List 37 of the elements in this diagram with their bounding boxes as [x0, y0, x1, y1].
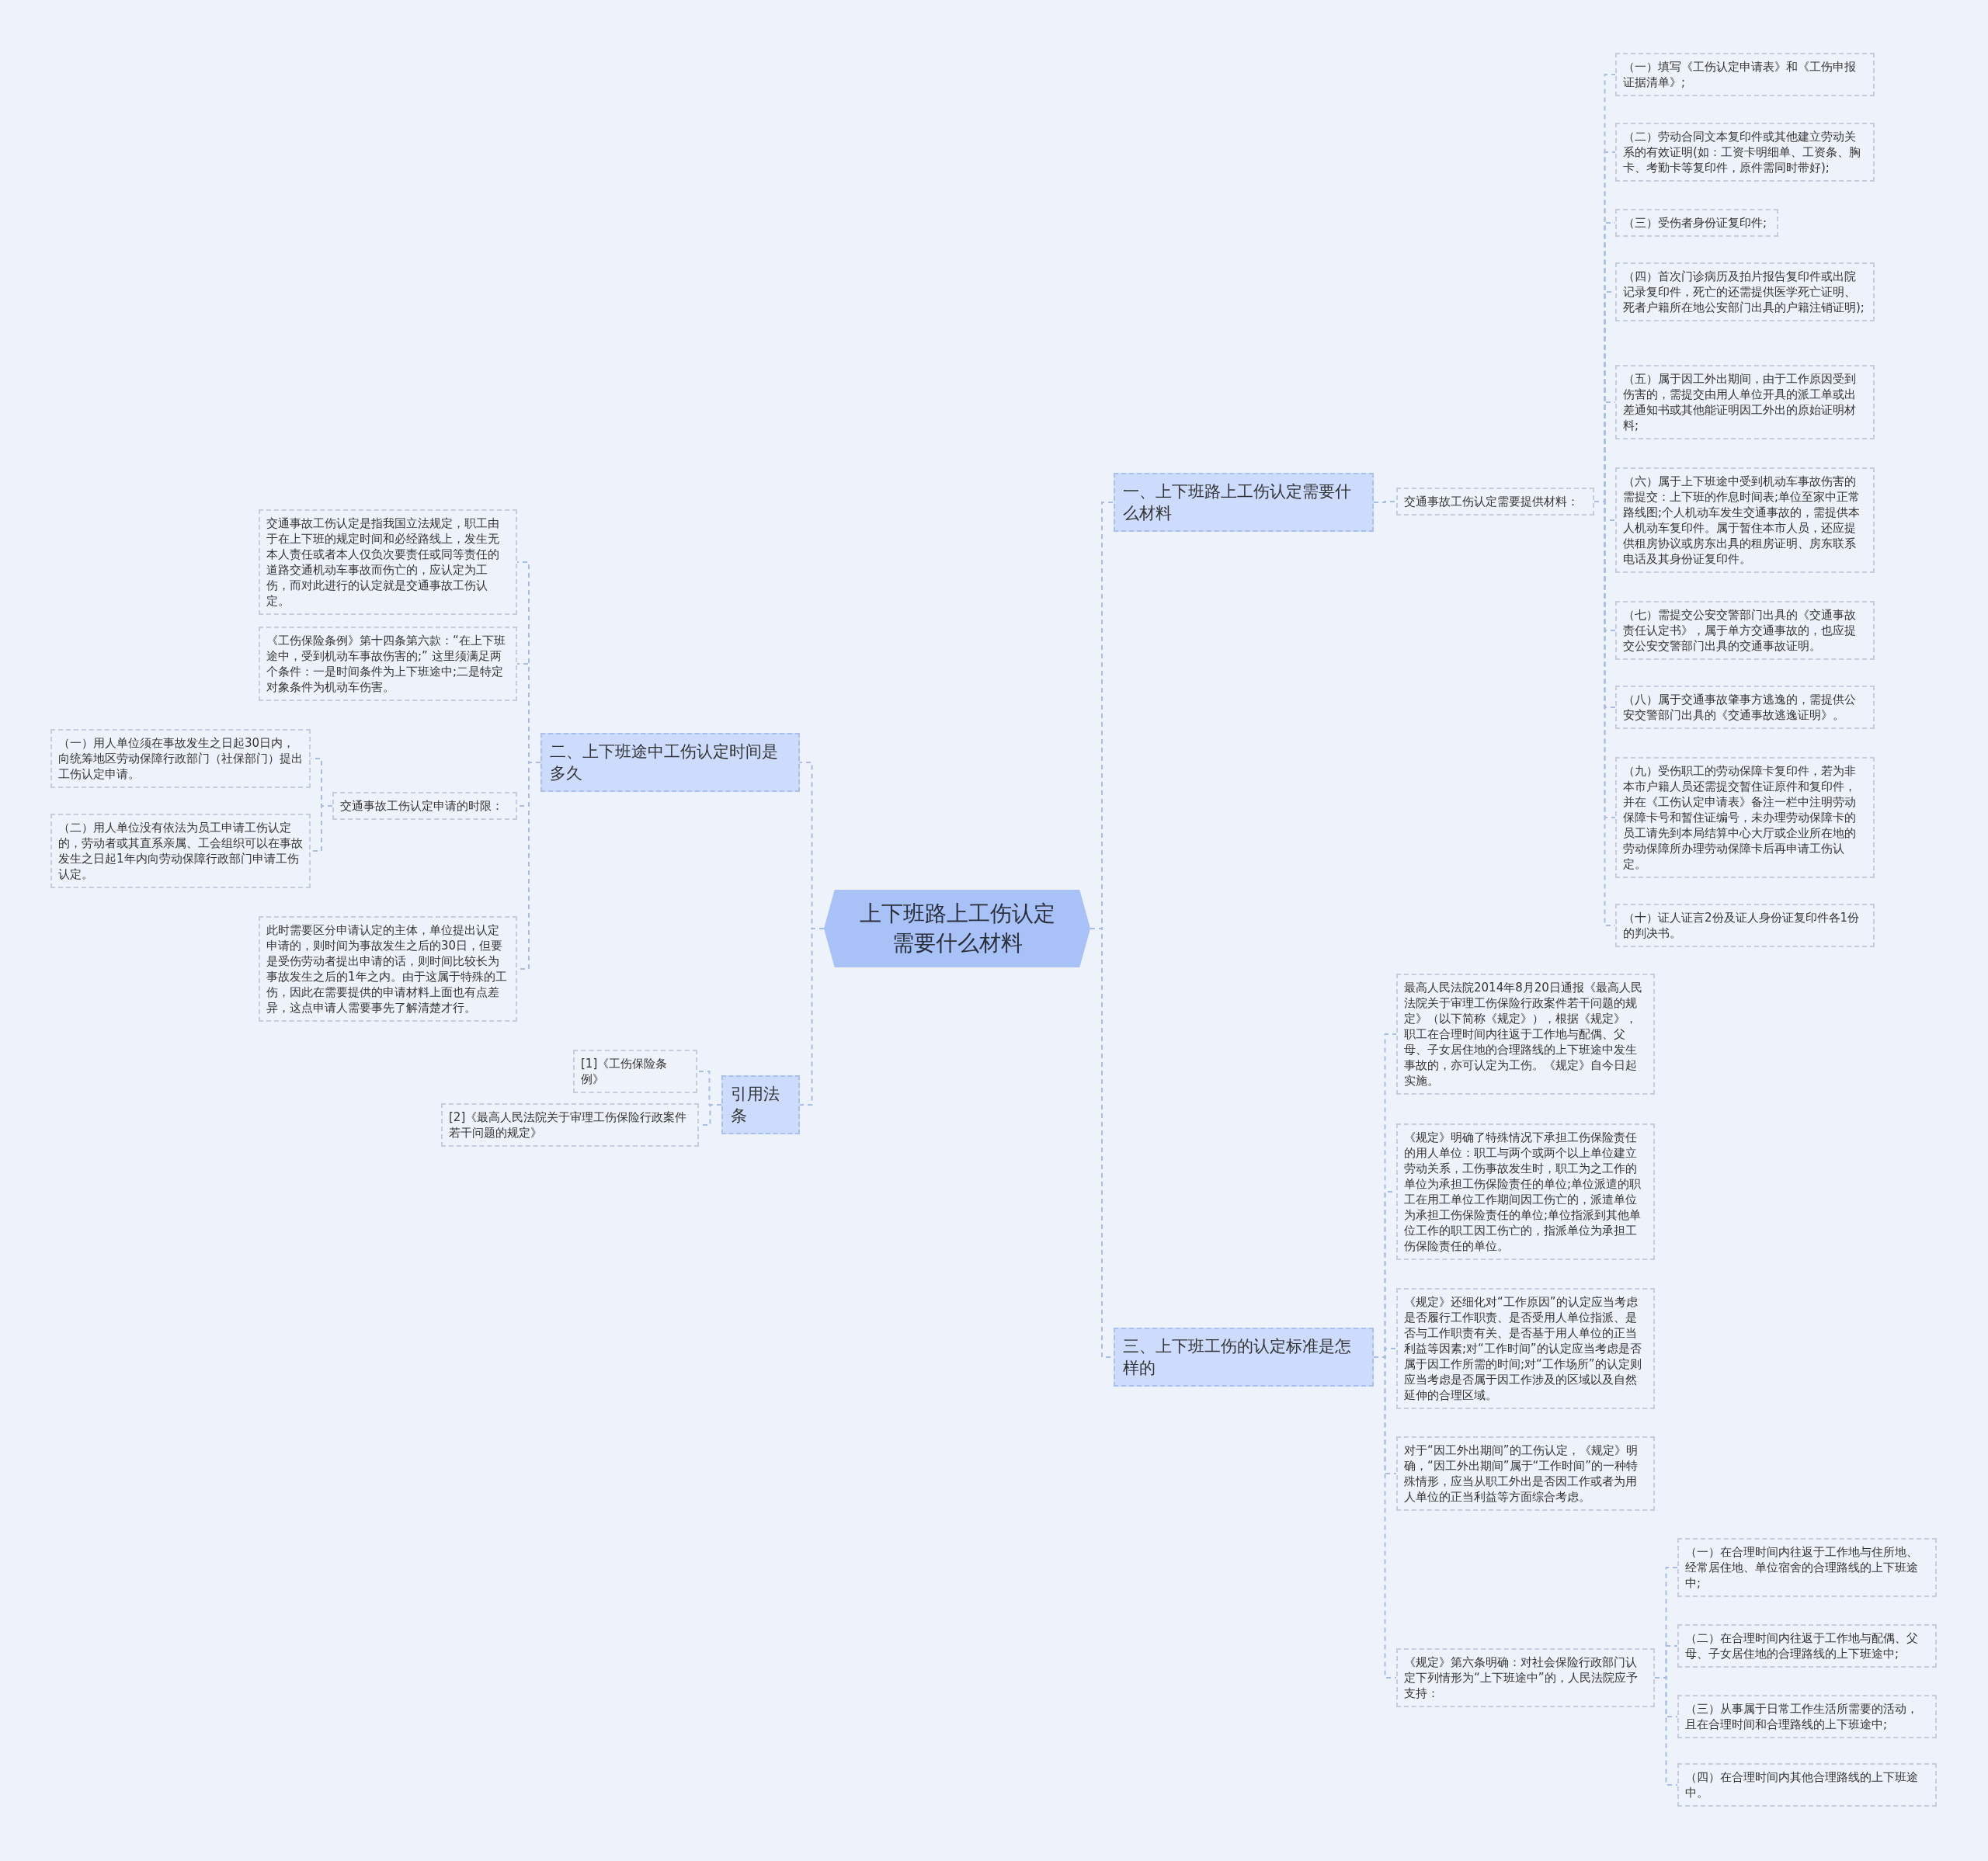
- branch-topic-box: 一、上下班路上工伤认定需要什么材料: [1114, 473, 1374, 532]
- branch-topic-box: 二、上下班途中工伤认定时间是多久: [540, 733, 800, 792]
- note-box: （一）填写《工伤认定申请表》和《工伤申报证据清单》;: [1615, 53, 1875, 96]
- note-box: （一）在合理时间内往返于工作地与住所地、经常居住地、单位宿舍的合理路线的上下班途中;: [1677, 1538, 1937, 1597]
- note-box: （三）受伤者身份证复印件;: [1615, 209, 1778, 237]
- note-box: （一）用人单位须在事故发生之日起30日内，向统筹地区劳动保障行政部门（社保部门）提出工伤认定申请。: [50, 729, 311, 788]
- note-box: （十）证人证言2份及证人身份证复印件各1份的判决书。: [1615, 904, 1875, 947]
- note-box: （五）属于因工外出期间，由于工作原因受到伤害的，需提交由用人单位开具的派工单或出差通知书或其他能证明因工外出的原始证明材料;: [1615, 365, 1875, 439]
- note-box: 《工伤保险条例》第十四条第六款：“在上下班途中，受到机动车事故伤害的;” 这里须满足两个条件：一是时间条件为上下班途中;二是特定对象条件为机动车伤害。: [259, 627, 517, 701]
- note-box: （九）受伤职工的劳动保障卡复印件，若为非本市户籍人员还需提交暂住证原件和复印件，并在《工伤认定申请表》备注一栏中注明劳动保障卡号和暂住证编号，未办理劳动保障卡的员工请先到本局结算中心大厅或企业所在地的劳动保障所办理劳动保障卡后再申请工伤认定。: [1615, 757, 1875, 878]
- connector-line: [1373, 501, 1397, 503]
- note-box: （八）属于交通事故肇事方逃逸的，需提供公安交警部门出具的《交通事故逃逸证明》。: [1615, 686, 1875, 729]
- connector-line: [1654, 1677, 1678, 1786]
- note-box: 《规定》还细化对“工作原因”的认定应当考虑是否履行工作职责、是否受用人单位指派、是否与工作职责有关、是否基于用人单位的正当利益等因素;对“工作时间”的认定应当考虑是否属于因工作所需的时间;对“工作场所”的认定则应当考虑是否属于因工作涉及的区域以及自然延伸的合理区域。: [1396, 1288, 1655, 1409]
- note-box: 对于“因工外出期间”的工伤认定，《规定》明确，“因工外出期间”属于“工作时间”的一种特殊情形，应当从职工外出是否因工作或者为用人单位的正当利益等方面综合考虑。: [1396, 1436, 1655, 1511]
- branch-topic-box: 三、上下班工伤的认定标准是怎样的: [1114, 1328, 1374, 1387]
- note-box: [2]《最高人民法院关于审理工伤保险行政案件若干问题的规定》: [441, 1103, 699, 1147]
- note-box: （四）首次门诊病历及拍片报告复印件或出院记录复印件，死亡的还需提供医学死亡证明、死者户籍所在地公安部门出具的户籍注销证明);: [1615, 262, 1875, 321]
- note-box: （二）用人单位没有依法为员工申请工伤认定的，劳动者或其直系亲属、工会组织可以在事故发生之日起1年内向劳动保障行政部门申请工伤认定。: [50, 814, 311, 888]
- note-box: （七）需提交公安交警部门出具的《交通事故责任认定书》，属于单方交通事故的，也应提交公安交警部门出具的交通事故证明。: [1615, 601, 1875, 660]
- connector-line: [799, 928, 825, 1106]
- central-topic: 上下班路上工伤认定需要什么材料: [824, 890, 1090, 967]
- note-box: （二）在合理时间内往返于工作地与配偶、父母、子女居住地的合理路线的上下班途中;: [1677, 1624, 1937, 1668]
- note-box: 交通事故工伤认定是指我国立法规定，职工由于在上下班的规定时间和必经路线上，发生无本人责任或者本人仅负次要责任或同等责任的道路交通机动车事故而伤亡的，应认定为工伤，而对此进行的认定就是交通事故工伤认定。: [259, 509, 517, 615]
- note-box: [1]《工伤保险条例》: [573, 1050, 697, 1093]
- note-box: （三）从事属于日常工作生活所需要的活动，且在合理时间和合理路线的上下班途中;: [1677, 1695, 1937, 1738]
- note-box: 此时需要区分申请认定的主体，单位提出认定申请的，则时间为事故发生之后的30日，但要是受伤劳动者提出申请的话，则时间比较长为事故发生之后的1年之内。由于这属于特殊的工伤，因此在需要提供的申请材料上面也有点差异，这点申请人需要事先了解清楚才行。: [259, 916, 517, 1022]
- note-box: 最高人民法院2014年8月20日通报《最高人民法院关于审理工伤保险行政案件若干问题的规定》（以下简称《规定》），根据《规定》，职工在合理时间内往返于工作地与配偶、父母、子女居住地的合理路线的上下班途中发生事故的，亦可认定为工伤。《规定》自今日起实施。: [1396, 974, 1655, 1095]
- note-box: 《规定》第六条明确：对社会保险行政部门认定下列情形为“上下班途中”的，人民法院应予支持：: [1396, 1648, 1655, 1707]
- branch-topic-box: 引用法条: [721, 1075, 800, 1134]
- connector-line: [1594, 501, 1616, 926]
- note-box: 交通事故工伤认定申请的时限：: [332, 792, 517, 820]
- note-box: （二）劳动合同文本复印件或其他建立劳动关系的有效证明(如：工资卡明细单、工资条、胸卡、考勤卡等复印件，原件需同时带好);: [1615, 123, 1875, 182]
- note-box: 《规定》明确了特殊情况下承担工伤保险责任的用人单位：职工与两个或两个以上单位建立劳动关系，工伤事故发生时，职工为之工作的单位为承担工伤保险责任的单位;单位派遣的职工在用工单位工作期间因工伤亡的，派遣单位为承担工伤保险责任的单位;单位指派到其他单位工作的职工因工伤亡的，指派单位为承担工伤保险责任的单位。: [1396, 1123, 1655, 1260]
- note-box: 交通事故工伤认定需要提供材料：: [1396, 488, 1594, 516]
- note-box: （六）属于上下班途中受到机动车事故伤害的需提交：上下班的作息时间表;单位至家中正常路线图;个人机动车发生交通事故的，需提供本人机动车复印件。属于暂住本市人员，还应提供租房协议或房东出具的租房证明、房东联系电话及其身份证复印件。: [1615, 467, 1875, 573]
- note-box: （四）在合理时间内其他合理路线的上下班途中。: [1677, 1763, 1937, 1807]
